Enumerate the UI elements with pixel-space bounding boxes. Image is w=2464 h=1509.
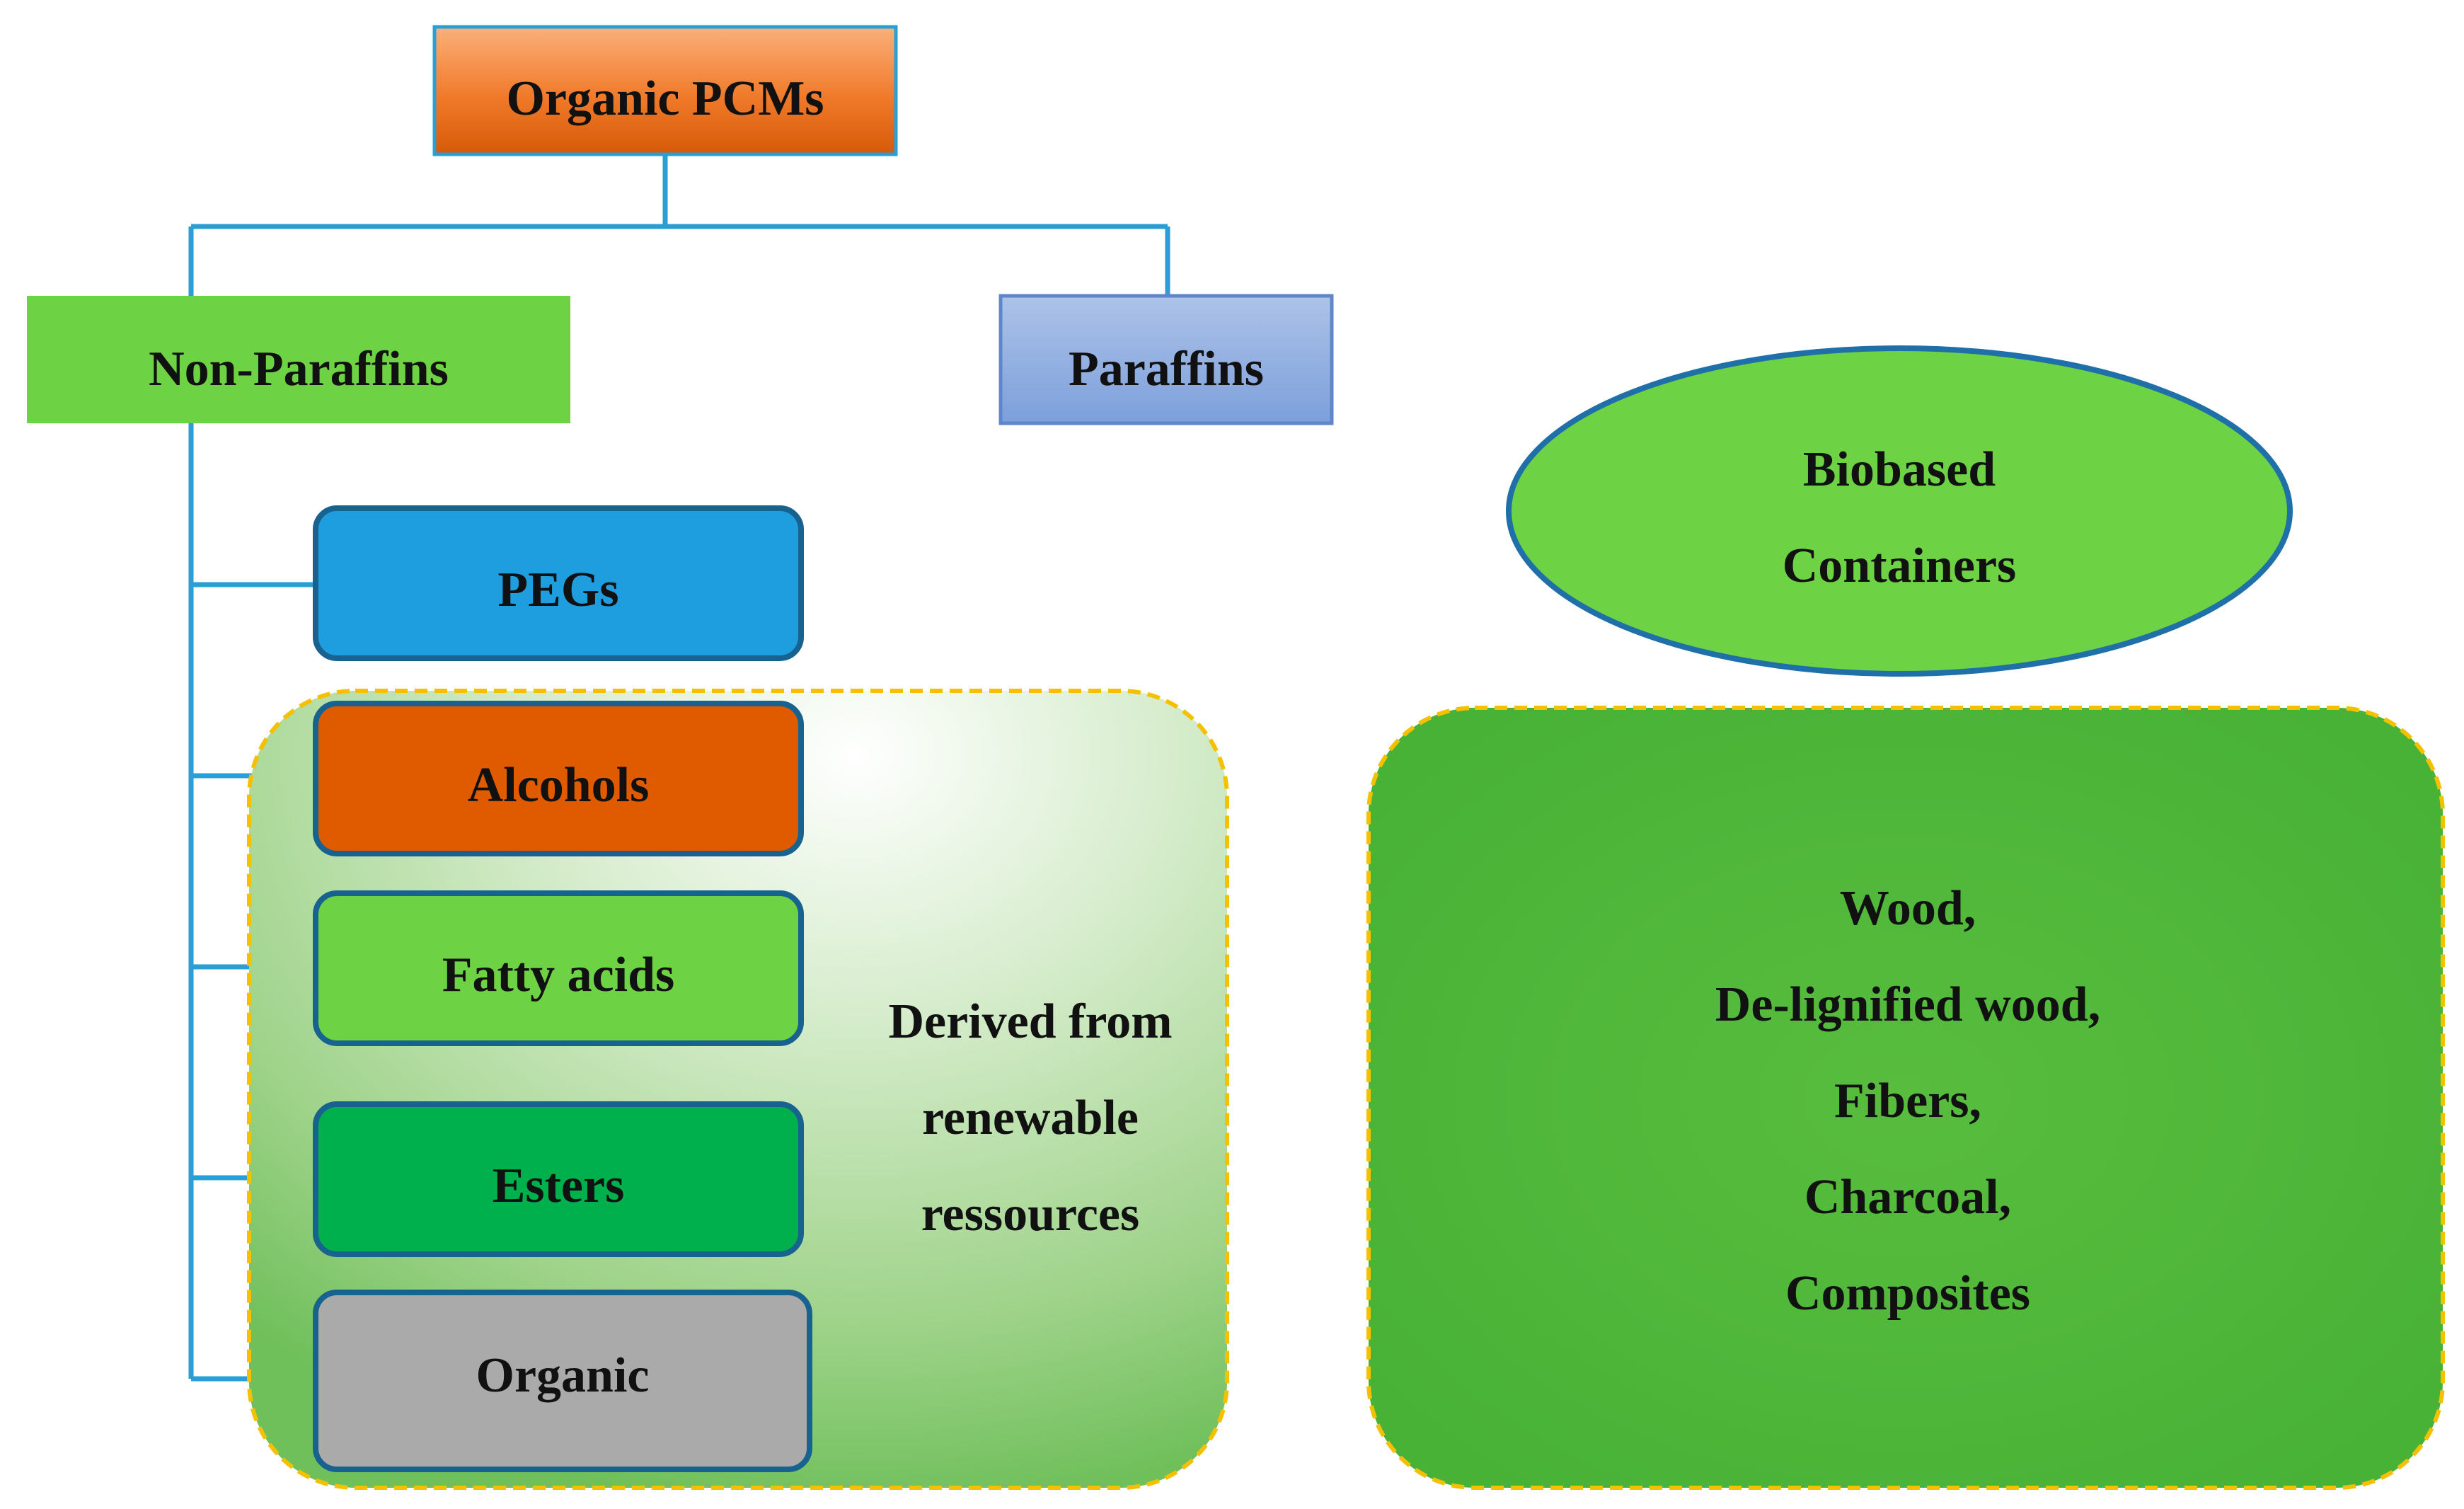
biobased-containers-node: Biobased Containers (1506, 345, 2293, 677)
organic-node: Organic (313, 1290, 812, 1472)
renewable-region (247, 689, 1229, 1490)
paraffins-node: Paraffins (998, 294, 1334, 425)
fatty-acids-node: Fatty acids (313, 890, 804, 1046)
organic-label: Organic (476, 1348, 650, 1403)
alcohols-label: Alcohols (468, 758, 650, 813)
renewable-note: Derived from renewable ressources (888, 994, 1172, 1241)
non-paraffins-node: Non-Paraffins (27, 296, 570, 423)
container-types-region (1366, 706, 2445, 1490)
alcohols-node: Alcohols (313, 701, 804, 856)
paraffins-label: Paraffins (1069, 342, 1264, 396)
container-type-fibers: Fibers, (1834, 1074, 1981, 1128)
esters-node: Esters (313, 1101, 804, 1257)
pegs-label: PEGs (497, 563, 618, 617)
container-type-composites: Composites (1785, 1266, 2030, 1321)
non-paraffins-label: Non-Paraffins (149, 342, 449, 396)
root-label: Organic PCMs (506, 71, 824, 126)
container-type-charcoal: Charcoal, (1804, 1170, 2011, 1224)
esters-label: Esters (493, 1159, 625, 1213)
renewable-note-line-2: renewable (922, 1091, 1139, 1145)
container-types-list: Wood, De-lignified wood, Fibers, Charcoa… (1715, 881, 2100, 1321)
container-type-wood: Wood, (1840, 881, 1976, 936)
container-type-delignified-wood: De-lignified wood, (1715, 977, 2100, 1032)
renewable-note-line-1: Derived from (888, 994, 1172, 1049)
pegs-node: PEGs (313, 505, 804, 661)
renewable-note-line-3: ressources (921, 1187, 1139, 1241)
biobased-line-1: Biobased (1803, 442, 1996, 497)
root-node: Organic PCMs (432, 25, 898, 156)
biobased-line-2: Containers (1783, 539, 2017, 593)
fatty-acids-label: Fatty acids (442, 948, 675, 1002)
